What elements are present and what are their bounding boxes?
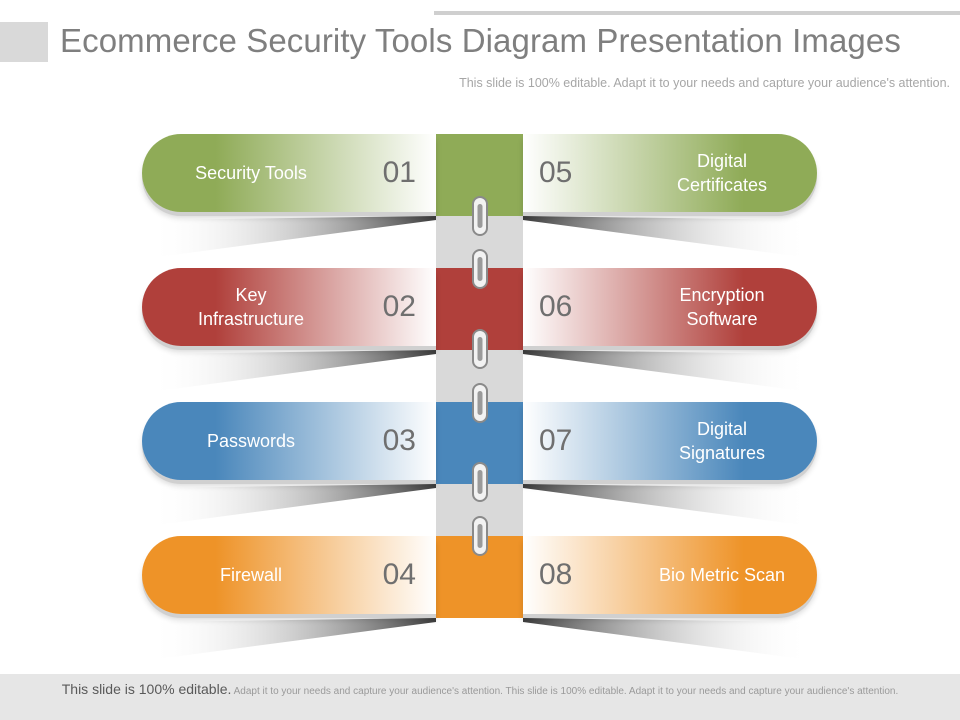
shadow-left-02: [150, 350, 436, 392]
item-02: Key Infrastructure 02: [142, 268, 436, 346]
item-08: Bio Metric Scan 08: [523, 536, 817, 614]
item-05: Digital Certificates 05: [523, 134, 817, 212]
item-label: Key Infrastructure: [197, 285, 305, 329]
item-label: Passwords: [206, 431, 296, 451]
item-label: Digital Certificates: [676, 151, 768, 195]
item-number: 02: [382, 290, 416, 323]
item-number: 01: [382, 156, 416, 189]
item-label: Encryption Software: [679, 285, 765, 329]
footer-strong-text: This slide is 100% editable.: [61, 681, 232, 697]
footer-text: This slide is 100% editable. Adapt it to…: [30, 682, 930, 699]
item-label: Firewall: [219, 565, 282, 585]
center-block-01: [436, 134, 523, 216]
item-number: 08: [539, 558, 573, 591]
item-label: Digital Signatures: [678, 419, 766, 463]
item-04: Firewall 04: [142, 536, 436, 614]
footer-rest-text: Adapt it to your needs and capture your …: [231, 686, 899, 697]
item-label: Bio Metric Scan: [658, 565, 786, 585]
item-number: 07: [539, 424, 573, 457]
shadow-right-05: [523, 216, 810, 258]
item-06: Encryption Software 06: [523, 268, 817, 346]
center-block-03: [436, 402, 523, 484]
item-number: 05: [539, 156, 573, 189]
item-03: Passwords 03: [142, 402, 436, 480]
center-block-04: [436, 536, 523, 618]
slide-title: Ecommerce Security Tools Diagram Present…: [60, 22, 901, 59]
center-block-02: [436, 268, 523, 350]
shadow-left-01: [150, 216, 436, 258]
item-01: Security Tools 01: [142, 134, 436, 212]
slide-subtitle: This slide is 100% editable. Adapt it to…: [459, 76, 950, 90]
shadow-right-07: [523, 484, 810, 526]
shadow-left-04: [150, 618, 436, 660]
item-number: 04: [382, 558, 416, 591]
item-label: Security Tools: [195, 163, 307, 183]
title-accent-block: [0, 22, 48, 62]
item-07: Digital Signatures 07: [523, 402, 817, 480]
item-number: 06: [539, 290, 573, 323]
shadow-right-08: [523, 618, 810, 660]
shadow-left-03: [150, 484, 436, 526]
item-number: 03: [382, 424, 416, 457]
title-divider-line: [434, 11, 960, 15]
shadow-right-06: [523, 350, 810, 392]
footer-bar: This slide is 100% editable. Adapt it to…: [0, 674, 960, 720]
